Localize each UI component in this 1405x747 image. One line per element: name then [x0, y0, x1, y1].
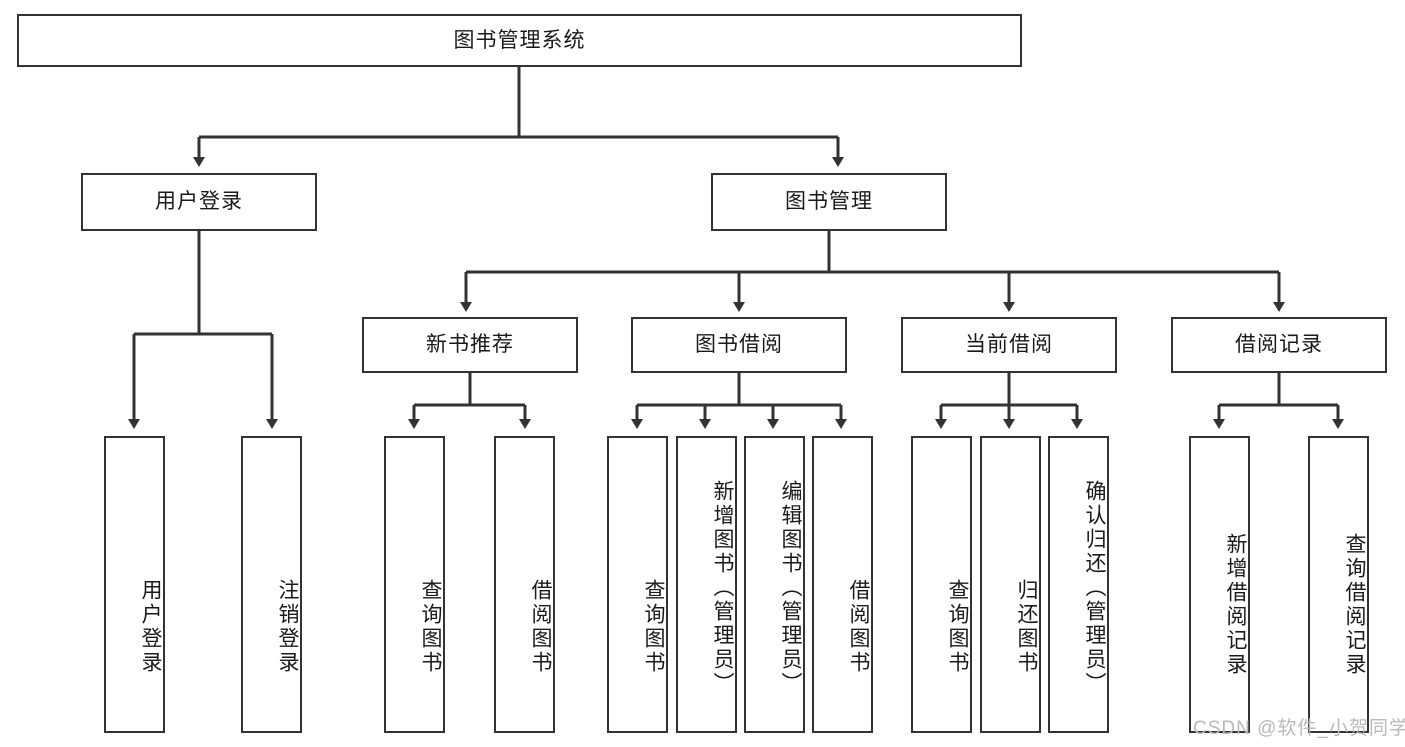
csdn-watermark: CSDN @软件_小贺同学	[1193, 718, 1405, 739]
node-label: 借阅记录	[1235, 333, 1323, 357]
node-label: 当前借阅	[965, 333, 1053, 357]
leaf-user-login[interactable]: 用户登录	[104, 436, 165, 733]
node-label: 新增借阅记录	[1224, 532, 1247, 677]
node-label: 图书管理	[785, 190, 873, 214]
node-current-borrow[interactable]: 当前借阅	[901, 317, 1117, 373]
node-book-management[interactable]: 图书管理	[711, 173, 947, 231]
leaf-query-borrow-record[interactable]: 查询借阅记录	[1308, 436, 1369, 733]
leaf-return-book[interactable]: 归还图书	[980, 436, 1041, 733]
node-root-book-management-system[interactable]: 图书管理系统	[17, 14, 1022, 67]
leaf-query-book-borrow[interactable]: 查询图书	[607, 436, 668, 733]
leaf-edit-book-admin[interactable]: 编辑图书（管理员）	[744, 436, 805, 733]
node-label: 查询图书	[642, 578, 665, 675]
node-label: 用户登录	[139, 578, 162, 675]
node-label: 查询图书	[419, 578, 442, 675]
leaf-logout-login[interactable]: 注销登录	[241, 436, 302, 733]
node-label: 查询图书	[946, 578, 969, 675]
node-label: 新书推荐	[426, 333, 514, 357]
leaf-query-book-recommend[interactable]: 查询图书	[384, 436, 445, 733]
node-label: 借阅图书	[529, 578, 552, 675]
node-label: 编辑图书（管理员）	[779, 479, 802, 696]
node-label: 归还图书	[1015, 578, 1038, 675]
node-borrow-record[interactable]: 借阅记录	[1171, 317, 1387, 373]
node-label: 注销登录	[276, 578, 299, 675]
leaf-confirm-return-admin[interactable]: 确认归还（管理员）	[1048, 436, 1109, 733]
node-label: 图书管理系统	[453, 28, 586, 52]
node-user-login[interactable]: 用户登录	[81, 173, 317, 231]
leaf-add-borrow-record[interactable]: 新增借阅记录	[1189, 436, 1250, 733]
node-label: 图书借阅	[695, 333, 783, 357]
leaf-query-book-current[interactable]: 查询图书	[911, 436, 972, 733]
node-label: 新增图书（管理员）	[711, 479, 734, 696]
node-book-borrow[interactable]: 图书借阅	[631, 317, 847, 373]
node-new-book-recommend[interactable]: 新书推荐	[362, 317, 578, 373]
leaf-borrow-book-recommend[interactable]: 借阅图书	[494, 436, 555, 733]
leaf-add-book-admin[interactable]: 新增图书（管理员）	[676, 436, 737, 733]
node-label: 用户登录	[155, 190, 243, 214]
node-label: 借阅图书	[847, 578, 870, 675]
node-label: 查询借阅记录	[1343, 532, 1366, 677]
node-label: 确认归还（管理员）	[1083, 479, 1106, 696]
leaf-borrow-book-borrow[interactable]: 借阅图书	[812, 436, 873, 733]
